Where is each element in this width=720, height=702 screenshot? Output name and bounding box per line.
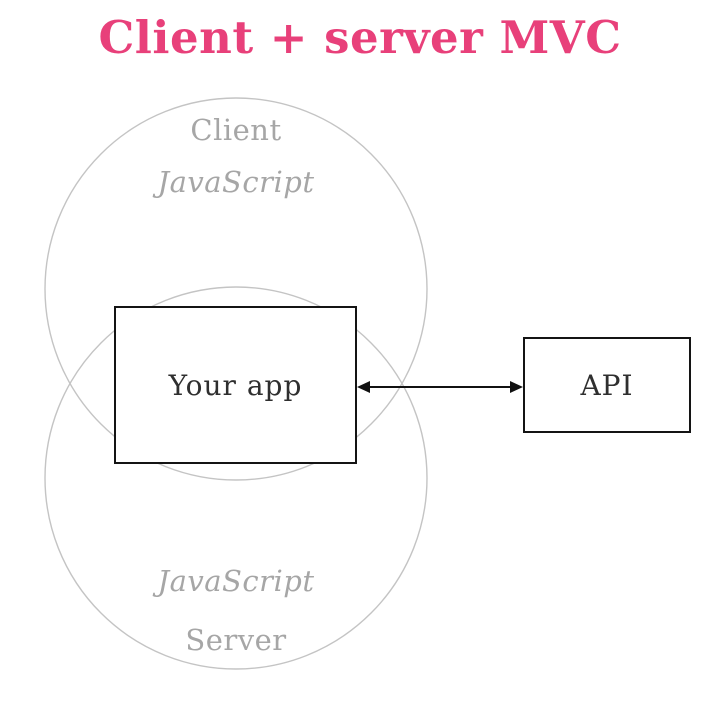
your-app-node: Your app [114, 306, 357, 464]
your-app-node-label: Your app [168, 368, 303, 402]
client-language-label: JavaScript [157, 165, 315, 199]
api-node-label: API [580, 368, 634, 402]
server-language-label: JavaScript [157, 564, 315, 598]
server-circle [44, 286, 428, 670]
server-circle-label: Server [185, 623, 287, 657]
client-circle-label: Client [190, 113, 282, 147]
client-circle [44, 97, 428, 481]
api-node: API [523, 337, 691, 433]
diagram-title: Client + server MVC [98, 11, 622, 64]
arrow-head-left-icon [357, 381, 370, 393]
arrow-head-right-icon [510, 381, 523, 393]
